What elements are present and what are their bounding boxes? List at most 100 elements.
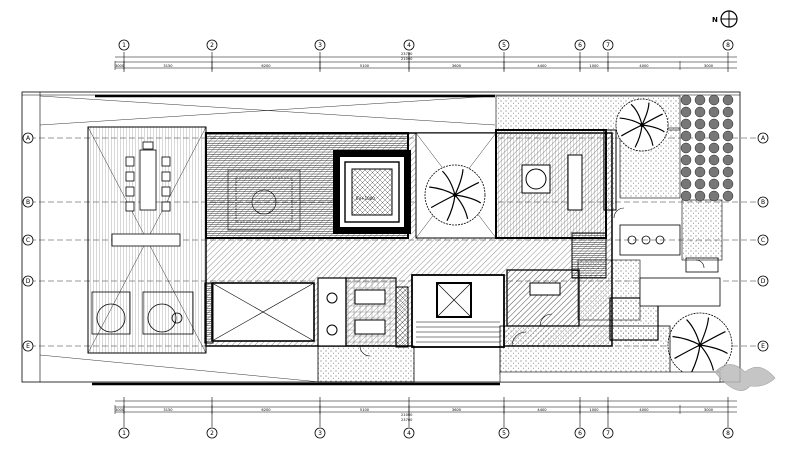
garage bbox=[204, 282, 315, 344]
dimension-label: 1000 bbox=[589, 64, 599, 68]
terrace-dining-table bbox=[111, 141, 181, 247]
garden-ornaments bbox=[619, 224, 719, 273]
dimension-label: 4000 bbox=[639, 408, 649, 412]
column-grid-bubble: 6 bbox=[574, 39, 586, 51]
site-boundary bbox=[21, 91, 741, 386]
sub-overall-top-dimension: 21000 bbox=[401, 57, 413, 61]
column-grid-bubble: 2 bbox=[206, 39, 218, 51]
dimension-label: 1000 bbox=[589, 408, 599, 412]
dimension-label: 4400 bbox=[537, 64, 547, 68]
central-shaft: EV+1000 bbox=[333, 150, 411, 234]
column-grid-label: 3 bbox=[318, 430, 322, 437]
row-grid-label: E bbox=[26, 343, 30, 350]
overall-top-dimension: 23700 bbox=[401, 52, 413, 56]
column-grid-label: 6 bbox=[578, 42, 582, 49]
north-arrow-icon: N bbox=[712, 10, 738, 28]
dimension-label: 3000 bbox=[115, 64, 125, 68]
dimension-label: 3600 bbox=[452, 64, 462, 68]
column-grid-label: 8 bbox=[726, 42, 730, 49]
row-grid-label: D bbox=[26, 278, 31, 285]
column-grid-label: 7 bbox=[606, 42, 610, 49]
dimension-label: 4400 bbox=[537, 408, 547, 412]
column-grid-bubble: 3 bbox=[314, 39, 326, 51]
dimension-label: 5100 bbox=[360, 408, 370, 412]
north-label: N bbox=[712, 16, 718, 24]
row-grid-bubble: C bbox=[757, 234, 769, 246]
column-grid-label: 8 bbox=[726, 430, 730, 437]
column-grid-bubble: 5 bbox=[498, 39, 510, 51]
column-grid-label: 4 bbox=[407, 42, 411, 49]
dimension-label: 3000 bbox=[704, 64, 714, 68]
dining-room bbox=[495, 129, 617, 239]
sub-overall-bottom-dimension: 21000 bbox=[401, 413, 413, 417]
column-grid-bubble: 3 bbox=[314, 427, 326, 439]
column-grid-bubble: 8 bbox=[722, 427, 734, 439]
row-grid-label: A bbox=[26, 135, 31, 142]
dimension-label: 6200 bbox=[261, 408, 271, 412]
corner-tree-watermark bbox=[714, 364, 776, 391]
bottom-dimension-labels: 3000 3150 6200 5100 3600 4400 1000 4000 3000 bbox=[114, 405, 714, 414]
row-grid-label: B bbox=[26, 199, 30, 206]
column-grid: 1 1 2 2 3 3 4 4 5 5 6 6 7 7 8 8 bbox=[118, 39, 734, 439]
row-grid-bubble: E bbox=[22, 340, 34, 352]
row-grid-bubble: A bbox=[22, 132, 34, 144]
column-grid-bubble: 7 bbox=[602, 39, 614, 51]
row-grid-bubble: B bbox=[757, 196, 769, 208]
dimension-label: 6200 bbox=[261, 64, 271, 68]
column-grid-bubble: 5 bbox=[498, 427, 510, 439]
column-grid-label: 1 bbox=[122, 430, 126, 437]
row-grid-bubble: A bbox=[757, 132, 769, 144]
dimension-label: 4000 bbox=[639, 64, 649, 68]
column-grid-label: 5 bbox=[502, 430, 506, 437]
row-grid-label: C bbox=[26, 237, 30, 244]
dimension-label: 3150 bbox=[163, 64, 173, 68]
column-grid-label: 7 bbox=[606, 430, 610, 437]
row-grid-label: B bbox=[761, 199, 765, 206]
column-grid-bubble: 8 bbox=[722, 39, 734, 51]
dimension-label: 3600 bbox=[452, 408, 462, 412]
lounge-chairs bbox=[91, 291, 194, 335]
column-grid-bubble: 4 bbox=[403, 427, 415, 439]
column-grid-bubble: 1 bbox=[118, 427, 130, 439]
row-grid-bubble: D bbox=[757, 275, 769, 287]
row-grid-bubble: D bbox=[22, 275, 34, 287]
column-grid-label: 2 bbox=[210, 430, 214, 437]
row-grid-label: A bbox=[761, 135, 766, 142]
shaft-label: EV+1000 bbox=[356, 196, 375, 201]
dimension-label: 5100 bbox=[360, 64, 370, 68]
row-grid-bubble: C bbox=[22, 234, 34, 246]
tree-icon bbox=[424, 164, 486, 226]
stair-core bbox=[411, 274, 505, 348]
door-swings bbox=[359, 207, 705, 357]
column-grid-label: 2 bbox=[210, 42, 214, 49]
column-grid-bubble: 4 bbox=[403, 39, 415, 51]
column-grid-label: 4 bbox=[407, 430, 411, 437]
top-dimension-chain bbox=[115, 56, 737, 69]
row-grid-label: C bbox=[761, 237, 765, 244]
row-grid-bubble: B bbox=[22, 196, 34, 208]
column-grid-bubble: 6 bbox=[574, 427, 586, 439]
column-grid-bubble: 7 bbox=[602, 427, 614, 439]
dimension-label: 3150 bbox=[163, 408, 173, 412]
top-dimension-labels: 3000 3150 6200 5100 3600 4400 1000 4000 3000 bbox=[114, 61, 714, 70]
column-grid-label: 1 bbox=[122, 42, 126, 49]
column-grid-label: 3 bbox=[318, 42, 322, 49]
column-grid-label: 6 bbox=[578, 430, 582, 437]
dimension-label: 3000 bbox=[115, 408, 125, 412]
living-carpet bbox=[227, 169, 301, 231]
column-grid-bubble: 2 bbox=[206, 427, 218, 439]
row-grid-label: E bbox=[761, 343, 765, 350]
hedge-planting bbox=[680, 94, 734, 202]
row-grid-label: D bbox=[761, 278, 766, 285]
dimension-label: 3000 bbox=[704, 408, 714, 412]
tree-icon bbox=[667, 312, 733, 378]
south-paving bbox=[317, 325, 721, 383]
service-rooms bbox=[317, 277, 409, 348]
bottom-dimension-chain bbox=[115, 400, 737, 413]
column-grid-bubble: 1 bbox=[118, 39, 130, 51]
column-grid-label: 5 bbox=[502, 42, 506, 49]
row-grid-bubble: E bbox=[757, 340, 769, 352]
overall-bottom-dimension: 23700 bbox=[401, 418, 413, 422]
tree-icon bbox=[615, 98, 669, 152]
